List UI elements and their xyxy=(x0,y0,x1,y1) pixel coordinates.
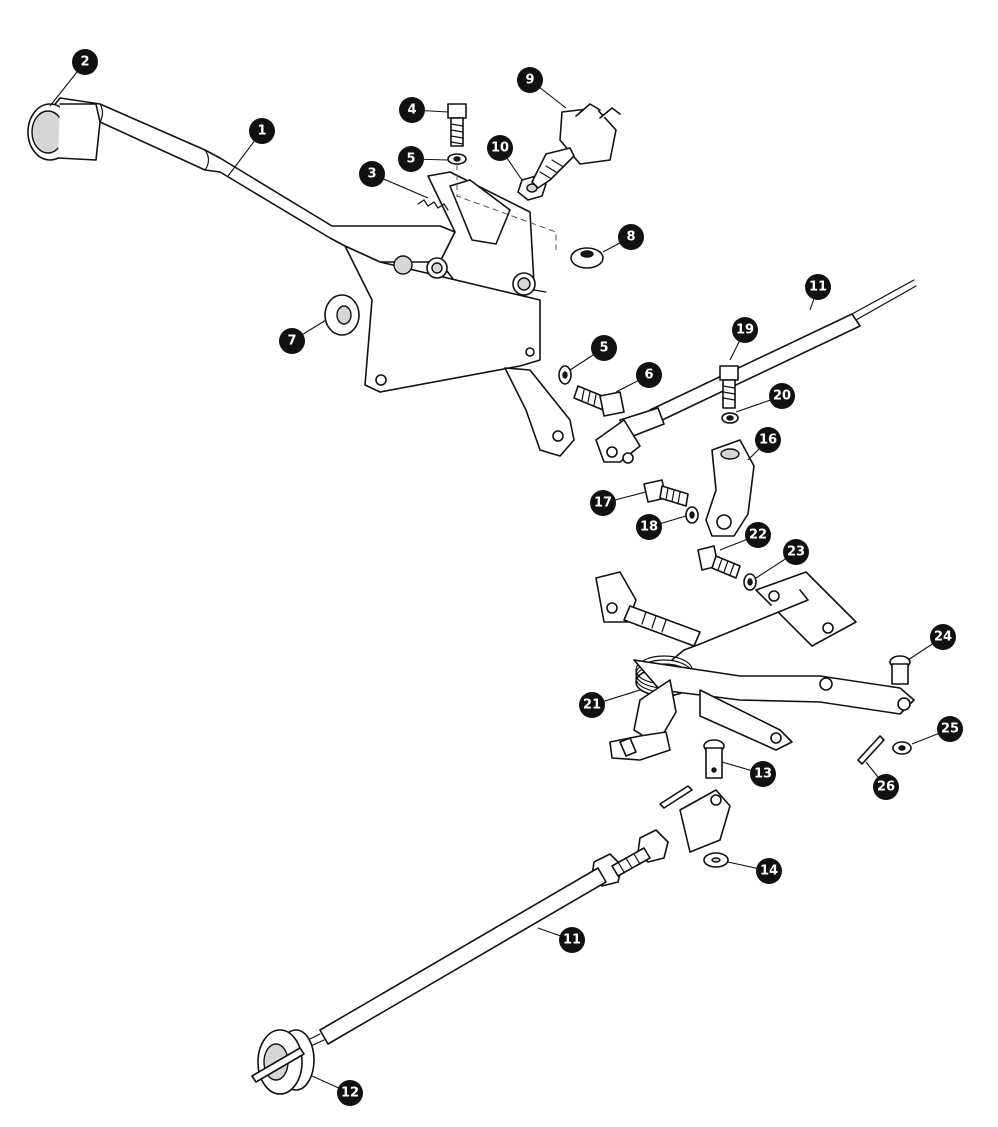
front-clevis-rod xyxy=(595,571,701,647)
svg-text:10: 10 xyxy=(491,141,509,156)
callout-13: 13 xyxy=(750,761,776,787)
callout-16: 16 xyxy=(755,427,781,453)
washer-20 xyxy=(721,412,739,424)
svg-text:2: 2 xyxy=(80,55,89,70)
svg-text:24: 24 xyxy=(934,630,952,645)
callout-11-lower: 11 xyxy=(559,927,585,953)
cotter-pin-26 xyxy=(857,735,885,765)
svg-text:12: 12 xyxy=(341,1086,359,1101)
svg-text:3: 3 xyxy=(367,167,376,182)
washer-5-lower xyxy=(558,365,572,385)
svg-text:19: 19 xyxy=(736,323,754,338)
svg-text:8: 8 xyxy=(626,230,635,245)
mounting-bracket xyxy=(344,245,575,457)
svg-text:14: 14 xyxy=(760,864,778,879)
callout-3: 3 xyxy=(359,161,385,187)
bolt-4 xyxy=(447,103,467,147)
cotter-pin-lower xyxy=(659,785,693,809)
callout-7: 7 xyxy=(279,328,305,354)
callout-17: 17 xyxy=(590,490,616,516)
callout-24: 24 xyxy=(930,624,956,650)
callout-20: 20 xyxy=(769,383,795,409)
callout-1: 1 xyxy=(249,118,275,144)
cable-grommet-12 xyxy=(251,1029,315,1095)
callout-2: 2 xyxy=(72,49,98,75)
callout-12: 12 xyxy=(337,1080,363,1106)
callout-26: 26 xyxy=(873,774,899,800)
svg-text:11: 11 xyxy=(809,280,827,295)
brake-lever xyxy=(43,97,456,263)
callout-21: 21 xyxy=(579,692,605,718)
svg-text:6: 6 xyxy=(644,368,653,383)
washer-5-top xyxy=(447,153,467,165)
svg-text:23: 23 xyxy=(787,545,805,560)
bolt-19 xyxy=(719,365,739,409)
callout-10: 10 xyxy=(487,135,513,161)
brake-switch-9 xyxy=(531,103,621,189)
callout-22: 22 xyxy=(745,522,771,548)
svg-text:18: 18 xyxy=(640,520,658,535)
svg-text:20: 20 xyxy=(773,389,791,404)
alignment-dashline xyxy=(456,164,557,250)
washer-25 xyxy=(892,741,912,755)
cable-anchor-16 xyxy=(705,439,755,537)
bushing-8 xyxy=(570,247,604,269)
callout-6: 6 xyxy=(636,362,662,388)
svg-text:16: 16 xyxy=(759,433,777,448)
svg-text:1: 1 xyxy=(257,124,266,139)
svg-text:26: 26 xyxy=(877,780,895,795)
mounting-tab xyxy=(755,571,857,647)
callout-5-lower: 5 xyxy=(591,335,617,361)
svg-text:11: 11 xyxy=(563,933,581,948)
callout-25: 25 xyxy=(937,716,963,742)
svg-text:7: 7 xyxy=(287,334,296,349)
callout-19: 19 xyxy=(732,317,758,343)
callout-11-upper: 11 xyxy=(805,274,831,300)
lower-bracket xyxy=(609,679,677,761)
svg-text:22: 22 xyxy=(749,528,767,543)
svg-text:5: 5 xyxy=(599,341,608,356)
callout-14: 14 xyxy=(756,858,782,884)
bolt-22 xyxy=(697,545,741,579)
brake-cable-lower xyxy=(299,867,607,1051)
pivot-hardware xyxy=(393,255,547,296)
lever-grip xyxy=(27,103,101,161)
clevis-pin-24 xyxy=(889,655,911,685)
spacer-washer-7 xyxy=(324,294,360,336)
clevis-lower xyxy=(679,789,731,853)
callout-18: 18 xyxy=(636,514,662,540)
callout-5-top: 5 xyxy=(398,146,424,172)
washer-14 xyxy=(703,852,729,868)
washer-23 xyxy=(743,573,757,591)
svg-text:25: 25 xyxy=(941,722,959,737)
callout-8: 8 xyxy=(618,224,644,250)
callout-4: 4 xyxy=(399,97,425,123)
bolt-6 xyxy=(573,385,625,417)
svg-text:9: 9 xyxy=(525,73,534,88)
svg-text:13: 13 xyxy=(754,767,772,782)
clevis-pin-13 xyxy=(703,739,725,779)
svg-text:21: 21 xyxy=(583,698,601,713)
svg-text:4: 4 xyxy=(407,103,416,118)
washer-18 xyxy=(685,506,699,524)
clevis-upper xyxy=(595,419,641,464)
equalizer-arm xyxy=(633,659,915,751)
ratchet-plate xyxy=(417,171,535,301)
brake-cable-upper xyxy=(619,279,917,439)
svg-text:17: 17 xyxy=(594,496,612,511)
callout-9: 9 xyxy=(517,67,543,93)
bolt-17 xyxy=(643,479,689,507)
svg-text:5: 5 xyxy=(406,152,415,167)
callout-23: 23 xyxy=(783,539,809,565)
